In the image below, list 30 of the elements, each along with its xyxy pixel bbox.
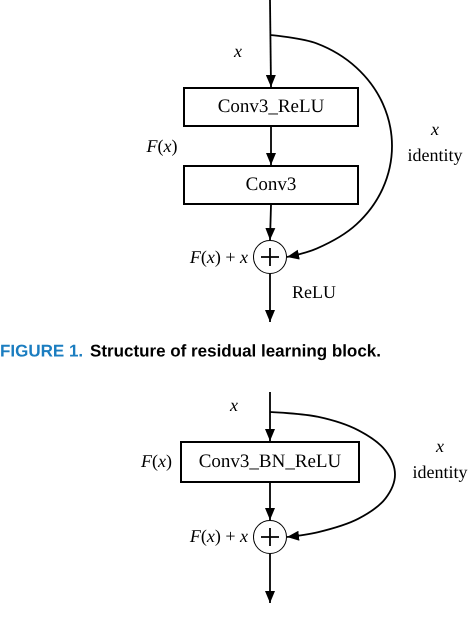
skip-connection-arrow [270, 34, 393, 260]
process-box [183, 87, 359, 127]
sum-circle [253, 240, 287, 274]
edge-annotation: identity [412, 463, 468, 483]
box-label: Conv3 [246, 174, 296, 196]
edge-label: x [234, 42, 242, 62]
box-label: Conv3_ReLU [218, 96, 324, 118]
box-label: Conv3_BN_ReLU [198, 451, 342, 473]
sum-circle [253, 520, 287, 554]
arrow [266, 127, 276, 165]
sum-label: F(x) [141, 452, 172, 472]
skip-connection-arrow [270, 411, 396, 541]
edge-annotation: x [436, 437, 444, 457]
signal-label: F(x) [146, 137, 178, 157]
figure-number: FIGURE 1. [0, 342, 84, 362]
sum-label: F(x) + x [190, 527, 248, 547]
edge-label: x [230, 396, 238, 416]
edge-annotation: x [431, 120, 439, 140]
figure-caption: Structure of residual learning block. [90, 342, 381, 362]
edge-label: ReLU [292, 283, 336, 303]
process-box [183, 165, 359, 205]
arrow [265, 274, 275, 322]
arrow [265, 554, 275, 603]
sum-label: F(x) + x [190, 248, 248, 268]
process-box [180, 441, 360, 483]
arrow [266, 0, 276, 87]
arrow [265, 392, 275, 441]
arrow [265, 204, 276, 240]
arrow [265, 483, 275, 520]
edge-annotation: identity [408, 146, 462, 166]
